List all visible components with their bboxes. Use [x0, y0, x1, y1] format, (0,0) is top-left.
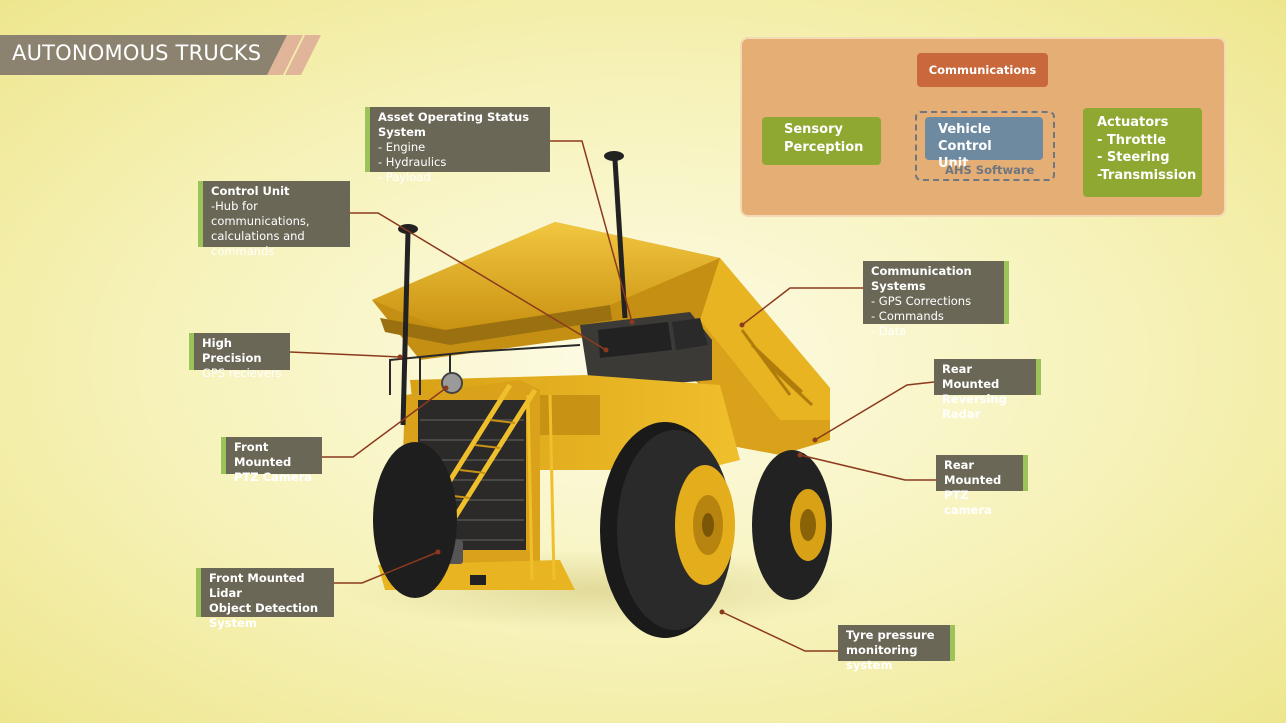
- callout-asset-status: Asset Operating Status System - Engine -…: [365, 107, 550, 184]
- callout-heading: Control Unit: [211, 184, 290, 198]
- leader-front-ptz: [322, 387, 447, 458]
- callout-rear-ptz-camera: Rear Mounted PTZ camera: [936, 455, 1028, 517]
- leader-rear-radar: [814, 381, 935, 441]
- callout-heading: Rear Mounted: [944, 458, 1002, 487]
- gps-antenna: [400, 231, 411, 426]
- front-right-wheel: [600, 422, 735, 638]
- leader-lidar: [334, 551, 439, 584]
- callout-line: - Payload: [378, 170, 431, 184]
- communications-label: Communications: [928, 63, 1037, 77]
- leader-control: [350, 212, 607, 351]
- vcu-label-2: Unit: [938, 156, 969, 171]
- callout-line: calculations and: [211, 229, 305, 243]
- callout-line: - Commands: [871, 309, 944, 323]
- actuator-transmission: -Transmission: [1097, 167, 1197, 183]
- callout-front-lidar: Front Mounted Lidar Object Detection Sys…: [196, 568, 334, 630]
- cab: [580, 312, 712, 390]
- sensory-label-2: Perception: [784, 140, 864, 155]
- callout-line: PTZ Camera: [234, 470, 313, 484]
- title-banner-background: [0, 35, 280, 75]
- callout-line: -Hub for communications,: [211, 199, 310, 228]
- callout-line: Object Detection: [209, 601, 319, 615]
- leader-gps: [289, 351, 401, 358]
- callout-heading: Asset Operating Status System: [378, 110, 530, 139]
- ahs-software-frame: [915, 111, 1055, 181]
- callout-control-unit: Control Unit -Hub for communications, ca…: [198, 181, 350, 258]
- ahs-diagram-panel: Communications Sensory Perception Vehicl…: [740, 37, 1226, 217]
- callout-line: GPS recievers: [202, 366, 282, 380]
- callout-line: - Hydraulics: [378, 155, 447, 169]
- actuator-throttle: - Throttle: [1097, 132, 1167, 148]
- sensory-perception-box: Sensory Perception: [762, 117, 881, 165]
- leader-tyre: [721, 611, 838, 652]
- callout-heading: High Precision: [202, 336, 262, 365]
- callout-heading: Front Mounted: [234, 440, 292, 469]
- callout-line: - Data: [871, 324, 907, 338]
- callout-heading: Communication Systems: [871, 264, 972, 293]
- communications-box: Communications: [917, 53, 1048, 87]
- callout-heading: Rear Mounted: [942, 362, 1000, 391]
- callout-line: commands: [211, 244, 275, 258]
- callout-communication-systems: Communication Systems - GPS Corrections …: [863, 261, 1009, 338]
- title-banner: AUTONOMOUS TRUCKS: [0, 35, 325, 75]
- sensory-label-1: Sensory: [784, 122, 843, 137]
- callout-line: - Engine: [378, 140, 426, 154]
- callout-line: Reversing Radar: [942, 392, 1007, 421]
- callout-heading: Front Mounted Lidar: [209, 571, 305, 600]
- leader-asset: [550, 140, 633, 323]
- vcu-label-1: Vehicle Control: [938, 122, 992, 154]
- front-left-wheel: [373, 442, 457, 598]
- callout-heading: Tyre pressure: [846, 628, 935, 642]
- ahs-software-label: AHS Software: [945, 163, 1035, 177]
- actuators-label: Actuators: [1097, 115, 1169, 130]
- title-stripes: [260, 35, 321, 75]
- vehicle-control-unit-box: Vehicle Control Unit: [925, 117, 1043, 171]
- callout-front-ptz-camera: Front Mounted PTZ Camera: [221, 437, 322, 484]
- leader-rear-ptz: [799, 454, 936, 481]
- callout-line: System: [209, 616, 257, 630]
- rear-wheel: [752, 450, 832, 600]
- callout-line: PTZ camera: [944, 488, 992, 517]
- leader-comm-sys: [741, 287, 863, 326]
- callout-line: - GPS Corrections: [871, 294, 972, 308]
- leader-lines: [289, 140, 936, 652]
- callout-tyre-pressure: Tyre pressure monitoring system: [838, 625, 955, 672]
- callout-rear-radar: Rear Mounted Reversing Radar: [934, 359, 1041, 421]
- callout-line: monitoring system: [846, 643, 918, 672]
- actuators-box: Actuators - Throttle - Steering -Transmi…: [1083, 108, 1202, 197]
- actuator-steering: - Steering: [1097, 150, 1170, 165]
- ladder: [526, 394, 556, 581]
- page-title: AUTONOMOUS TRUCKS: [12, 41, 262, 65]
- callout-gps-receivers: High Precision GPS recievers: [189, 333, 290, 380]
